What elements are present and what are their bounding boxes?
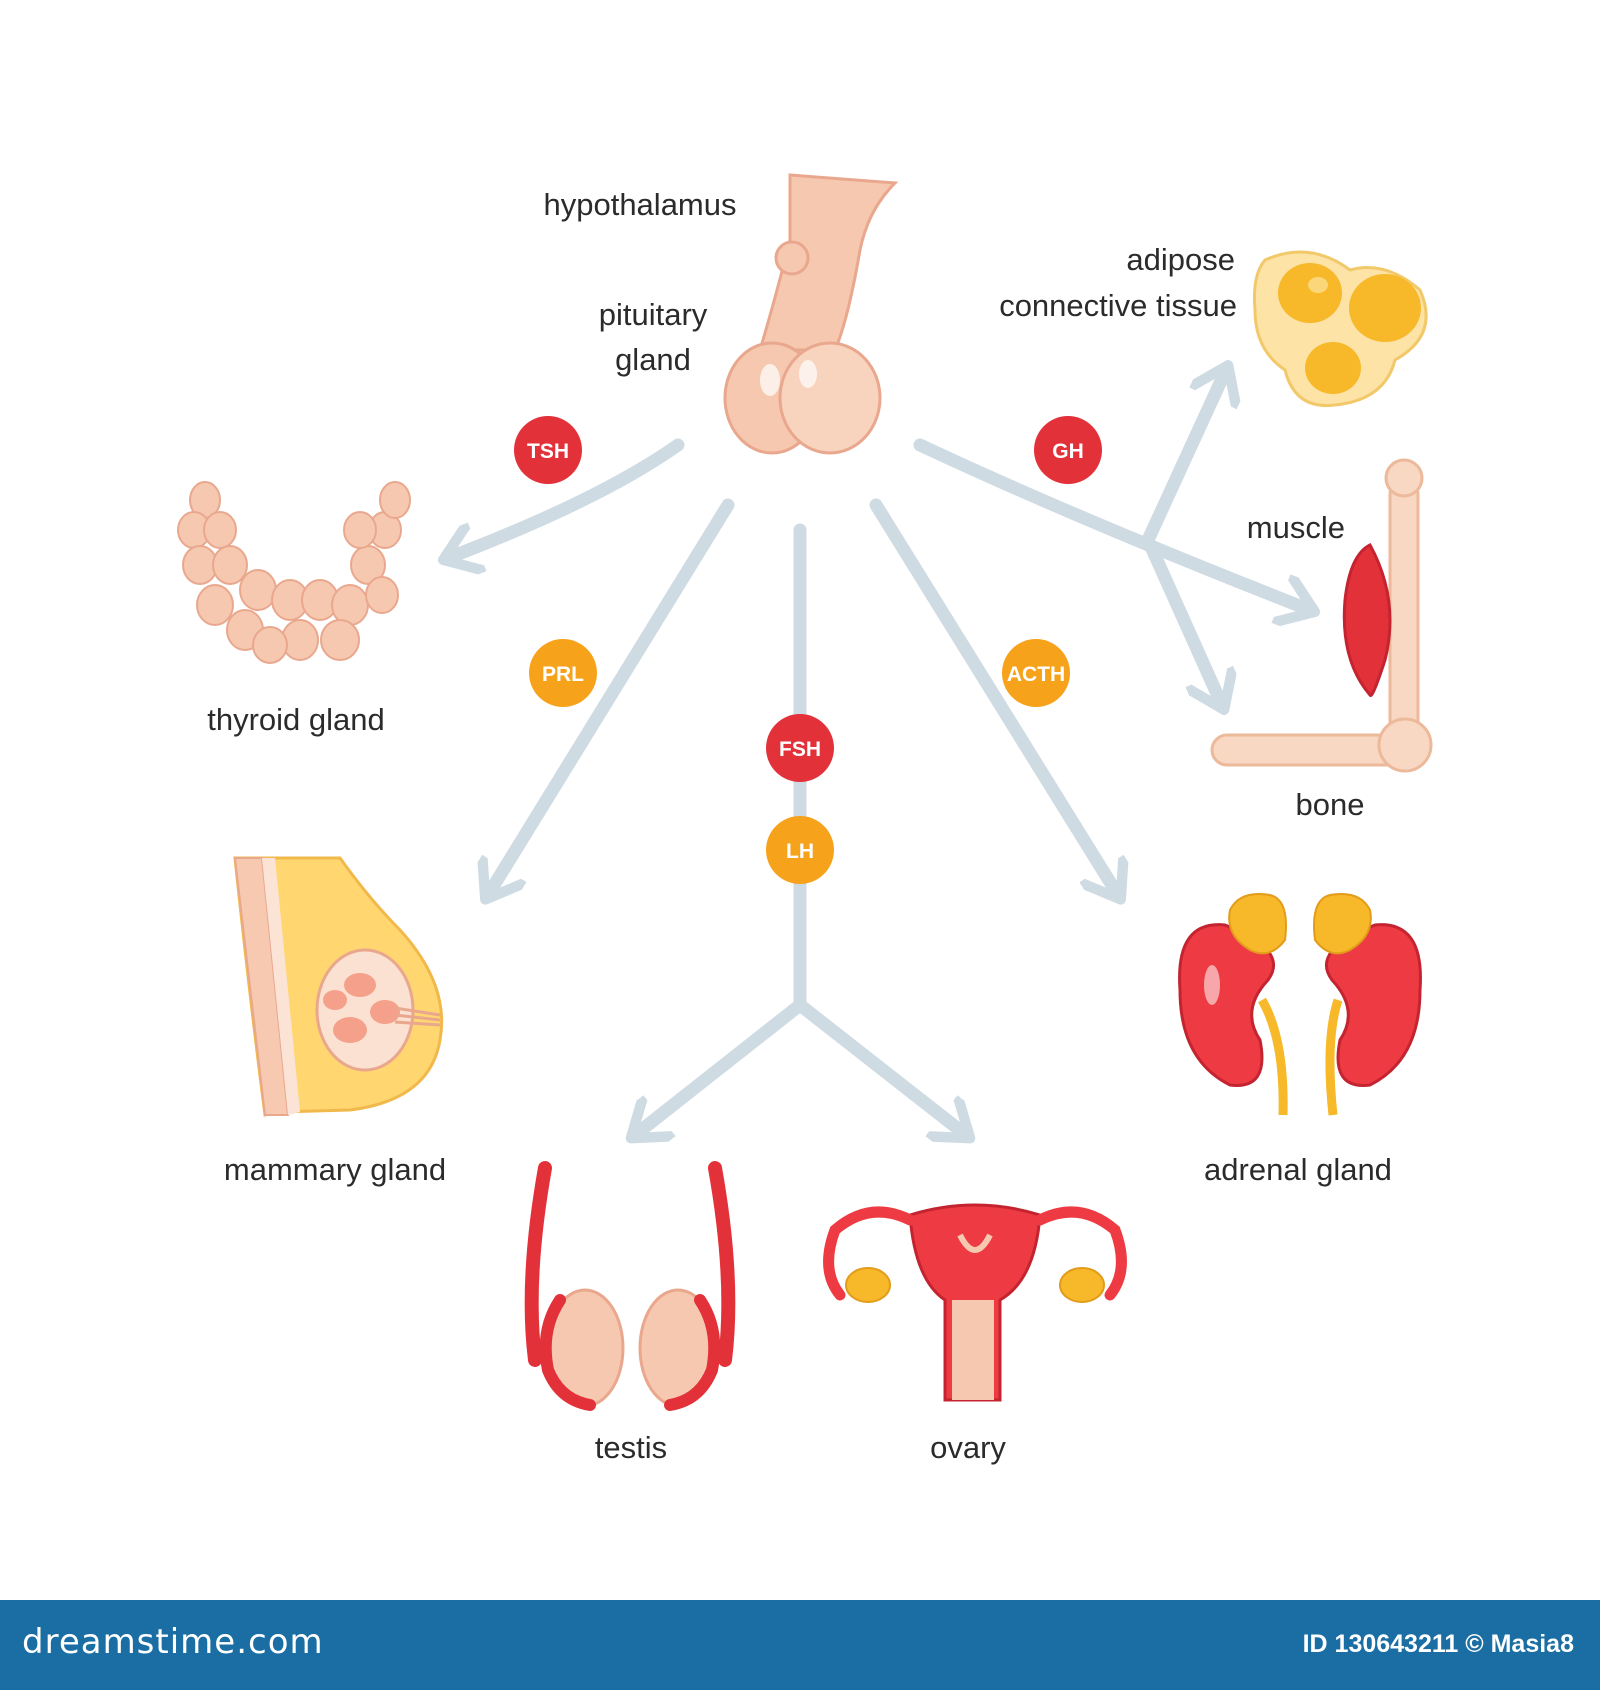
hormone-badge-gh: GH: [1034, 416, 1102, 484]
hormone-badge-lh: LH: [766, 816, 834, 884]
muscle-bone-illustration: [1210, 458, 1433, 773]
footer-site-name[interactable]: dreamstime.com: [22, 1622, 324, 1662]
label-muscle: muscle: [1247, 510, 1345, 545]
hormone-badge-prl: PRL: [529, 639, 597, 707]
label-thyroid: thyroid gland: [207, 702, 385, 737]
arrow-tsh: [448, 438, 685, 558]
arrow-testis: [635, 998, 807, 1135]
thyroid-illustration: [177, 481, 411, 664]
hormone-label: FSH: [779, 738, 821, 761]
hormone-badge-fsh: FSH: [766, 714, 834, 782]
arrow-adipose: [1141, 370, 1226, 547]
label-bone: bone: [1296, 787, 1365, 822]
muscle-shape: [1342, 543, 1392, 698]
pituitary-illustration: [723, 173, 899, 455]
hormone-badge-tsh: TSH: [514, 416, 582, 484]
hormone-label: PRL: [542, 663, 584, 686]
adipose-illustration: [1253, 250, 1428, 408]
arrow-bone: [1141, 533, 1222, 705]
pituitary-highlight: [760, 364, 780, 396]
hormone-label: LH: [786, 840, 814, 863]
label-adrenal: adrenal gland: [1204, 1152, 1392, 1187]
arrow-acth: [869, 498, 1118, 895]
mammary-illustration: [233, 856, 444, 1117]
label-pituitary-line1: pituitary: [599, 297, 708, 332]
label-adipose-line1: adipose: [1126, 242, 1235, 277]
hormone-label: TSH: [527, 440, 569, 463]
label-adipose-line2: connective tissue: [999, 288, 1237, 323]
label-mammary: mammary gland: [224, 1152, 446, 1187]
footer-banner: dreamstime.com ID 130643211 © Masia8: [0, 1600, 1600, 1690]
ovary-illustration: [823, 1203, 1127, 1402]
pituitary-highlight: [799, 360, 817, 388]
arrow-gh: [913, 438, 1310, 610]
label-hypothalamus: hypothalamus: [543, 187, 736, 222]
hormone-label: GH: [1052, 440, 1084, 463]
hormone-badge-acth: ACTH: [1002, 639, 1070, 707]
hypothalamus-stalk: [757, 173, 899, 352]
arrow-prl: [488, 498, 735, 895]
label-ovary: ovary: [930, 1430, 1006, 1465]
footer-credit: ID 130643211 © Masia8: [1302, 1630, 1574, 1658]
stalk-bump: [774, 240, 810, 276]
hormone-label: ACTH: [1007, 663, 1065, 686]
arrow-ovary: [793, 998, 966, 1135]
pituitary-lobe-right: [778, 341, 882, 455]
testis-illustration: [524, 1161, 736, 1411]
endocrine-diagram: TSH GH PRL ACTH FSH LH hypothalamus pitu…: [177, 173, 1433, 1465]
label-testis: testis: [595, 1430, 667, 1465]
arrows: [448, 370, 1310, 1135]
label-pituitary-line2: gland: [615, 342, 691, 377]
adrenal-illustration: [1178, 893, 1422, 1116]
